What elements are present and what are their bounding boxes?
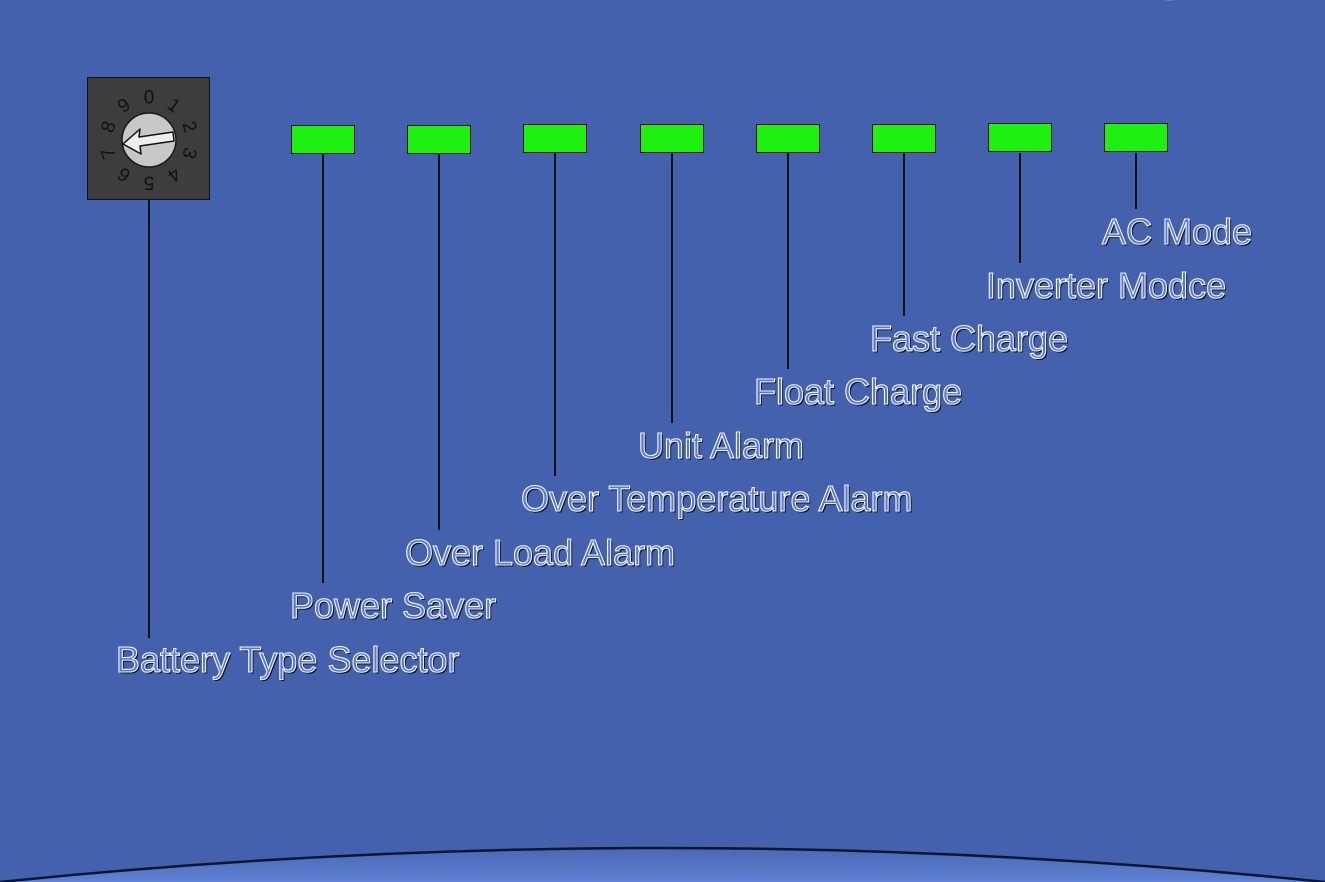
leader-line-float-charge xyxy=(786,153,789,370)
leader-line-over-temp-alarm xyxy=(554,153,557,477)
leader-line-inverter-mode xyxy=(1019,153,1022,263)
label-over-load-alarm: Over Load Alarm xyxy=(404,531,676,573)
leader-line-over-load-alarm xyxy=(438,153,441,530)
dial-digit: 6 xyxy=(114,162,135,185)
leader-line-unit-alarm xyxy=(670,153,673,423)
label-over-temp-alarm: Over Temperature Alarm xyxy=(520,478,913,520)
led-inverter-mode xyxy=(988,123,1053,153)
leader-line-battery-type-selector xyxy=(148,200,150,638)
led-ac-mode xyxy=(1104,122,1169,152)
dial-digit: 3 xyxy=(177,145,200,162)
dial-digit: 9 xyxy=(114,94,135,117)
led-over-temp-alarm xyxy=(523,124,588,154)
leader-line-ac-mode xyxy=(1135,153,1138,210)
top-ring-decoration xyxy=(1164,0,1176,1)
label-inverter-mode: Inverter Modce xyxy=(985,264,1227,306)
dial-digit: 4 xyxy=(163,162,184,185)
led-fast-charge xyxy=(872,123,936,153)
led-power-saver xyxy=(291,125,355,154)
dial-digit: 2 xyxy=(177,119,200,136)
label-float-charge: Float Charge xyxy=(753,371,963,413)
led-unit-alarm xyxy=(639,124,704,154)
dial-digit: 7 xyxy=(97,145,120,162)
led-float-charge xyxy=(755,123,820,153)
label-fast-charge: Fast Charge xyxy=(869,318,1069,359)
label-power-saver: Power Saver xyxy=(289,585,497,626)
led-over-load-alarm xyxy=(407,124,472,154)
label-ac-mode: AC Mode xyxy=(1101,211,1253,253)
bottom-curved-edge xyxy=(0,846,1325,882)
leader-line-power-saver xyxy=(322,153,324,583)
dial-digit: 8 xyxy=(97,119,120,136)
battery-type-selector-label: Battery Type Selector xyxy=(115,639,460,680)
dial-digit: 5 xyxy=(144,172,155,193)
dial-digit: 1 xyxy=(163,94,184,117)
dial-pointer-arrow-icon xyxy=(122,128,175,155)
label-unit-alarm: Unit Alarm xyxy=(637,424,805,466)
leader-line-fast-charge xyxy=(903,153,905,316)
dial-digit: 0 xyxy=(144,88,155,109)
